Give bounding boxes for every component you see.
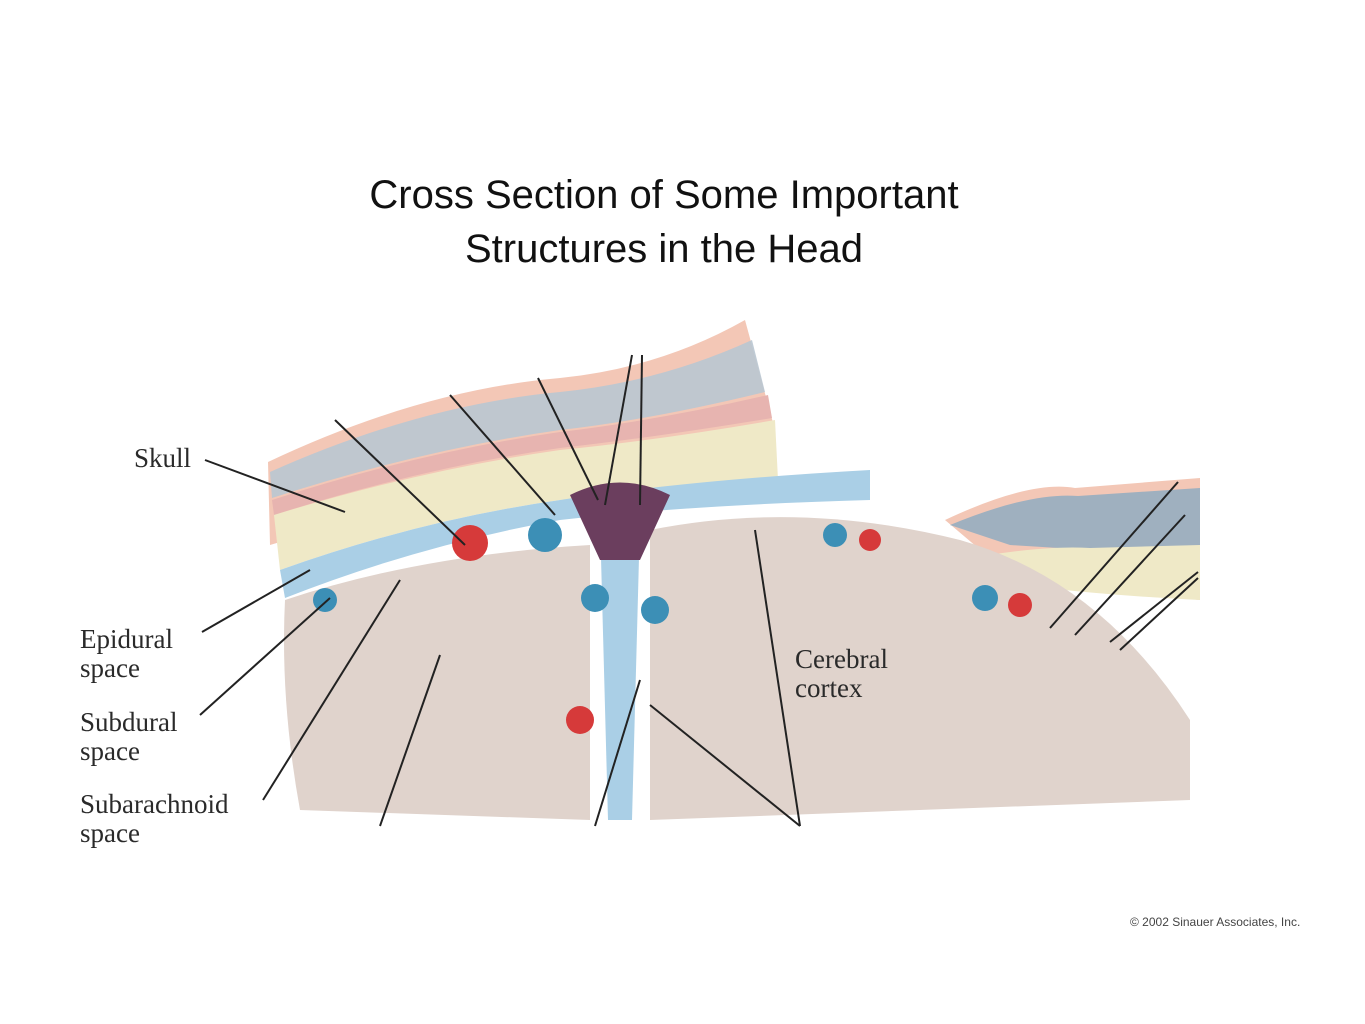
vein <box>972 585 998 611</box>
artery <box>1008 593 1032 617</box>
leader-line <box>594 679 641 827</box>
vessels <box>313 518 1032 734</box>
leader-line <box>449 394 556 516</box>
title-line-1: Cross Section of Some Important <box>369 173 959 217</box>
label-skull: Skull <box>134 443 192 473</box>
copyright-notice: © 2002 Sinauer Associates, Inc. <box>1130 915 1301 929</box>
vein <box>823 523 847 547</box>
label-subdural-space: Subdural space <box>80 707 178 766</box>
vein <box>641 596 669 624</box>
vein <box>528 518 562 552</box>
leader-line <box>1119 577 1199 651</box>
leader-line <box>199 597 331 716</box>
leader-line <box>201 569 311 633</box>
outer-table-layer <box>272 395 772 515</box>
leader-line <box>379 654 441 827</box>
leader-line <box>262 579 401 801</box>
leader-line <box>604 354 633 506</box>
artery <box>452 525 488 561</box>
leader-line <box>649 704 801 827</box>
leader-lines <box>199 354 1199 827</box>
diploe-layer-right <box>960 545 1200 600</box>
leader-line <box>537 377 599 501</box>
leader-line <box>754 529 801 827</box>
dura-layer <box>280 470 870 598</box>
periosteum-layer-right <box>950 488 1200 560</box>
brain-right-hemisphere <box>650 517 1190 820</box>
leader-line <box>1049 481 1179 629</box>
falx-cerebri <box>600 520 640 820</box>
artery <box>859 529 881 551</box>
page-title: Cross Section of Some Important Structur… <box>0 168 1328 276</box>
title-line-2: Structures in the Head <box>465 227 863 271</box>
vein <box>581 584 609 612</box>
diploe-layer <box>274 420 778 570</box>
artery <box>566 706 594 734</box>
label-cerebral-cortex: Cerebral cortex <box>795 644 888 703</box>
leader-line <box>639 354 643 506</box>
leader-line <box>334 419 466 546</box>
label-subarachnoid-space: Subarachnoid space <box>80 789 229 848</box>
label-epidural-space: Epidural space <box>80 624 173 683</box>
superior-sagittal-sinus <box>570 482 670 560</box>
brain-left-hemisphere <box>284 545 590 820</box>
brain-tissue <box>284 482 1190 820</box>
skull-layers-left <box>268 320 870 598</box>
leader-line <box>1074 514 1186 636</box>
vein <box>313 588 337 612</box>
leader-line <box>204 459 346 513</box>
leader-line <box>1109 571 1199 643</box>
